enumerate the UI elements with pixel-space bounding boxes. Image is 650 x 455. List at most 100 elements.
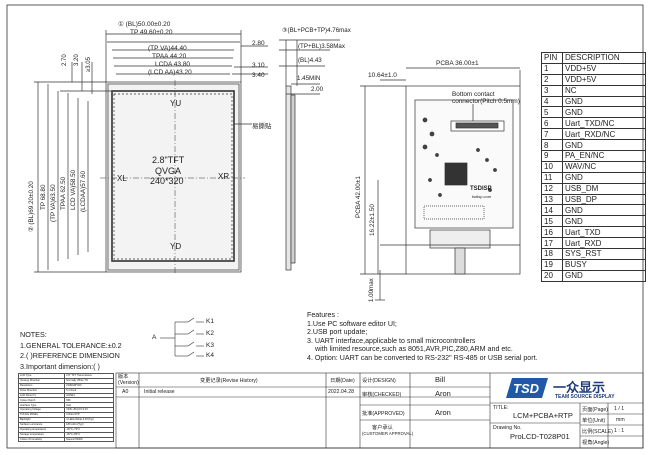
title-label: TITLE:	[493, 405, 509, 411]
dim-v-tpaa: TPAA 62.50	[60, 176, 67, 210]
dim-v-lcdva: LCD VA)58.50	[70, 169, 77, 210]
key-schematic	[160, 317, 204, 357]
dim-pcba-width: PCBA 36.00±1	[436, 60, 479, 67]
approver-name: Aron	[435, 408, 451, 417]
pin-description: BUSY	[562, 258, 646, 271]
features-block: Features : 1.Use PC software editor UI; …	[307, 311, 545, 363]
pin-description: USB_DP	[562, 193, 646, 206]
customer-approval-label: 客户承认	[372, 425, 393, 431]
company-logo: TSD	[506, 378, 548, 398]
history-label: 变更记录(Revise History)	[200, 378, 258, 384]
feature-line: 4. Option: UART can be converted to RS-2…	[307, 353, 538, 362]
pin-header: PIN	[541, 52, 563, 64]
designer-name: Bill	[435, 375, 446, 384]
pin-number: 2	[541, 73, 563, 86]
key-k4: K4	[206, 352, 214, 359]
revision-date: 2022.04.28	[328, 389, 354, 395]
screen-resolution-name: QVGA	[155, 166, 182, 176]
bottom-contact-line1: Bottom contact	[452, 91, 495, 98]
features-title: Features :	[307, 311, 339, 319]
pin-description: GND	[562, 106, 646, 119]
dim-310: 3.10	[252, 62, 265, 69]
pin-number: 17	[541, 237, 563, 250]
scale-label: 比例(SCALE)	[582, 429, 613, 435]
feature-line: 1.Use PC software editor UI;	[307, 319, 397, 328]
angle-label: 视角(Angle)	[582, 440, 610, 446]
notes-title: NOTES:	[20, 330, 47, 339]
pin-description: USB_DM	[562, 182, 646, 195]
screen-size-label: 2.8"TFT	[152, 155, 185, 165]
screen-resolution: 240*320	[150, 176, 184, 186]
version-label: 版本 (Version)	[118, 374, 139, 386]
pcb-logo-sub: tsdisp.com	[472, 194, 492, 199]
pin-number: 18	[541, 248, 563, 260]
pin-table-header: PIN DESCRIPTION	[541, 52, 646, 64]
company-name-en: TEAM SOURCE DISPLAY	[555, 394, 615, 400]
pin-number: 1	[541, 62, 563, 75]
page-value: 1 / 1	[614, 406, 625, 412]
label-xr: XR	[218, 172, 230, 181]
pin-description: SYS_RST	[562, 248, 646, 260]
pin-description: Uart_RXD	[562, 237, 646, 250]
company-name-cn: 一众显示	[553, 380, 606, 395]
key-k1: K1	[206, 318, 214, 325]
feature-line: 2.USB port update;	[307, 328, 368, 337]
dim-1064: 10.64±1.0	[368, 72, 397, 79]
pin-description: NC	[562, 84, 646, 97]
pin-number: 9	[541, 150, 563, 162]
date-label: 日期(Date)	[330, 378, 355, 384]
key-k2: K2	[206, 330, 214, 337]
label-yu: YU	[170, 99, 182, 108]
key-k3: K3	[206, 342, 214, 349]
pin-number: 13	[541, 193, 563, 206]
back-view	[360, 67, 521, 301]
pin-description: VDD+5V	[562, 62, 646, 75]
dim-340: 3.40	[252, 72, 265, 79]
dim-200: 2.00	[311, 86, 324, 93]
dim-tpaa: TPAA 44.20	[152, 53, 187, 60]
spec-value: Natural 5300K	[64, 436, 114, 443]
note-3: 3.Important dimension:( )	[20, 361, 100, 371]
dim-tp-va: (TP VA)44.40	[148, 45, 187, 52]
pin-number: 14	[541, 204, 563, 217]
pin-number: 20	[541, 269, 563, 282]
pin-number: 15	[541, 215, 563, 228]
dim-100: 1.00max	[368, 278, 375, 302]
page-label: 页面(Page)	[582, 407, 608, 413]
dim-270: 2.70	[62, 54, 68, 66]
pin-number: 19	[541, 258, 563, 271]
pin-number: 7	[541, 128, 563, 141]
pin-number: 11	[541, 171, 563, 184]
pin-description: GND	[562, 95, 646, 108]
revision-number: A0	[122, 389, 129, 395]
checked-label: 审核(CHECKED)	[362, 392, 402, 398]
spec-key: Colour chromaticity	[17, 436, 66, 443]
label-yd: YD	[170, 242, 182, 251]
pin-description: WAV/NC	[562, 160, 646, 173]
pin-number: 10	[541, 160, 563, 173]
feature-line: 3. UART interface,applicable to small mi…	[307, 336, 476, 345]
pin-description: GND	[562, 139, 646, 152]
pin-description: GND	[562, 269, 646, 282]
pin-description: VDD+5V	[562, 73, 646, 86]
pin-description: Uart_TXD	[562, 226, 646, 239]
dim-tp-bl: (TP+BL)3.58Max	[298, 43, 345, 50]
approved-label: 批准(APPROVED)	[362, 411, 405, 417]
dim-v-lcdaa: (LCDAA)57.60	[80, 171, 87, 212]
revision-description: Initial release	[144, 389, 175, 395]
pin-number: 12	[541, 182, 563, 195]
